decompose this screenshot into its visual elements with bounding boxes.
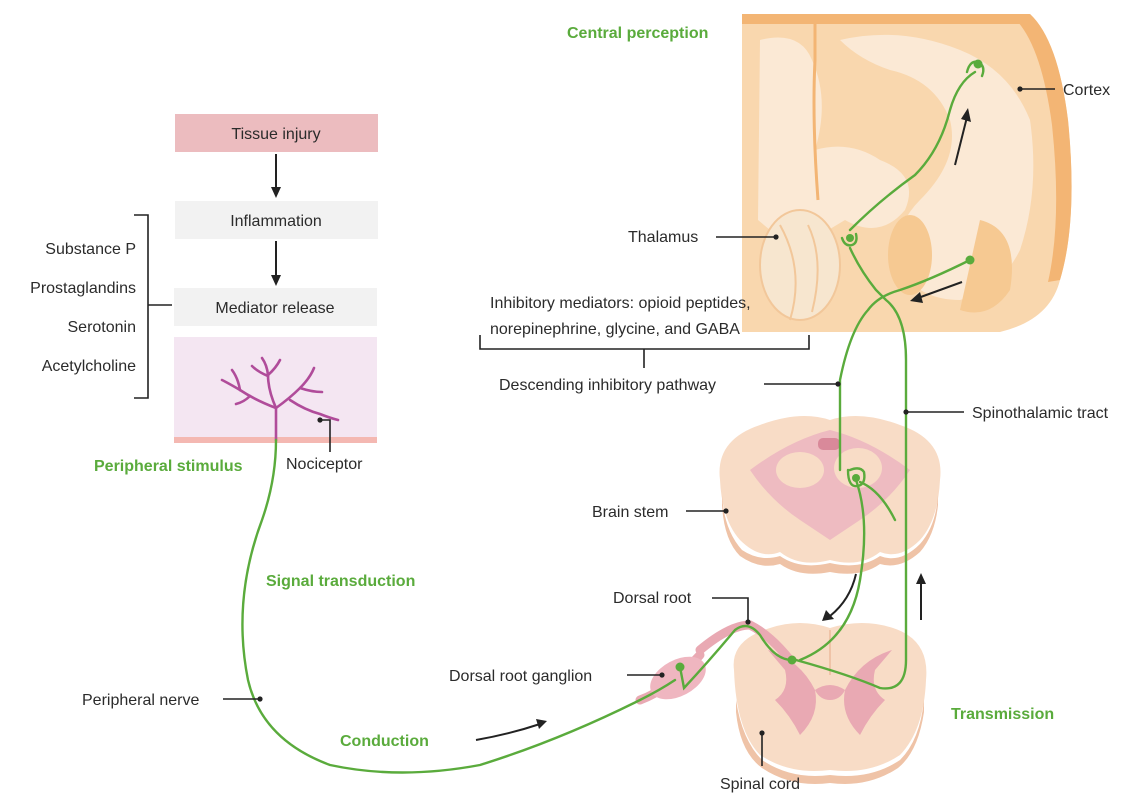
mediators-list: Substance P Prostaglandins Serotonin Ace… <box>30 215 172 398</box>
stage-peripheral-stimulus: Peripheral stimulus <box>94 458 243 475</box>
inhibitory-mediators-line2: norepinephrine, glycine, and GABA <box>490 321 740 338</box>
mediator-item: Substance P <box>45 241 136 258</box>
mediator-item: Prostaglandins <box>30 280 136 297</box>
stage-central-perception: Central perception <box>567 25 708 42</box>
tissue-illustration <box>174 337 377 443</box>
mediator-release-label: Mediator release <box>215 300 334 317</box>
spinal-cord-label: Spinal cord <box>720 776 800 793</box>
cortex-label: Cortex <box>1063 82 1110 99</box>
injury-flow: Tissue injury Inflammation Mediator rele… <box>174 114 378 326</box>
thalamus-label: Thalamus <box>628 229 698 246</box>
stage-signal-transduction: Signal transduction <box>266 573 415 590</box>
stage-transmission: Transmission <box>951 706 1054 723</box>
arrow-right-icon <box>476 724 540 740</box>
peripheral-nerve-path <box>242 440 675 773</box>
mediator-item: Serotonin <box>68 319 137 336</box>
dorsal-root-label: Dorsal root <box>613 590 692 607</box>
tissue-injury-label: Tissue injury <box>231 126 320 143</box>
spinothalamic-tract-label: Spinothalamic tract <box>972 405 1109 422</box>
arrow-down-icon <box>271 187 281 198</box>
stage-conduction: Conduction <box>340 733 429 750</box>
brain-stem-label: Brain stem <box>592 504 668 521</box>
brain-illustration <box>742 14 1072 332</box>
dorsal-root-ganglion-label: Dorsal root ganglion <box>449 668 592 685</box>
inhibitory-mediators-line1: Inhibitory mediators: opioid peptides, <box>490 295 751 312</box>
descending-pathway-label: Descending inhibitory pathway <box>499 377 716 394</box>
mediator-item: Acetylcholine <box>42 358 136 375</box>
brain-stem-illustration <box>720 416 941 574</box>
nociceptor-label: Nociceptor <box>286 456 363 473</box>
mediators-bracket <box>134 215 148 398</box>
inflammation-label: Inflammation <box>230 213 322 230</box>
peripheral-nerve-label: Peripheral nerve <box>82 692 200 709</box>
arrow-down-icon <box>271 275 281 286</box>
